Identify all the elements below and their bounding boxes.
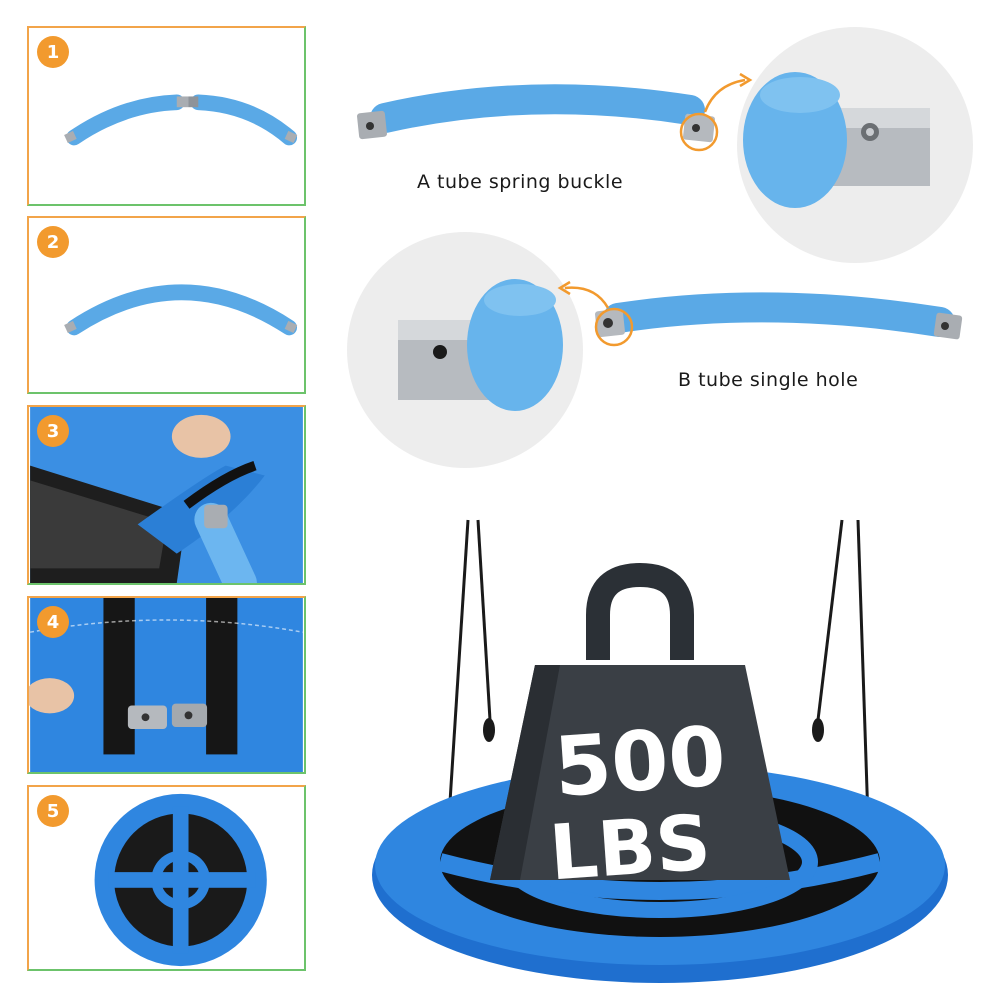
step-badge: 4 bbox=[37, 606, 69, 638]
step-panel-4: 4 bbox=[27, 596, 306, 774]
a-tube-arrow bbox=[703, 78, 746, 113]
step-badge: 5 bbox=[37, 795, 69, 827]
step-badge: 1 bbox=[37, 36, 69, 68]
a-tube-zoom-circle bbox=[737, 27, 973, 263]
tube-halves-illustration bbox=[64, 94, 298, 146]
a-tube-label: A tube spring buckle bbox=[417, 171, 624, 193]
step-badge: 2 bbox=[37, 226, 69, 258]
b-tube-label: B tube single hole bbox=[678, 369, 859, 391]
tube-joined-illustration bbox=[64, 284, 298, 336]
step-panel-2: 2 bbox=[27, 216, 306, 394]
a-tube-foam bbox=[370, 84, 705, 133]
step-panel-5: 5 bbox=[27, 785, 306, 971]
step-panel-3: 3 bbox=[27, 405, 306, 585]
step-badge: 3 bbox=[37, 415, 69, 447]
a-tube-highlight-ring bbox=[679, 112, 719, 152]
assembled-seat-illustration bbox=[94, 793, 267, 967]
b-tube-foam bbox=[603, 292, 955, 337]
step-panel-1: 1 bbox=[27, 26, 306, 206]
weight-icon bbox=[490, 562, 790, 880]
b-tube-highlight-ring bbox=[594, 307, 634, 347]
b-tube-zoom-circle bbox=[347, 232, 583, 468]
tube-insert-illustration bbox=[30, 407, 303, 583]
b-tube-arrow bbox=[564, 286, 610, 309]
tube-connect-illustration bbox=[29, 598, 303, 772]
